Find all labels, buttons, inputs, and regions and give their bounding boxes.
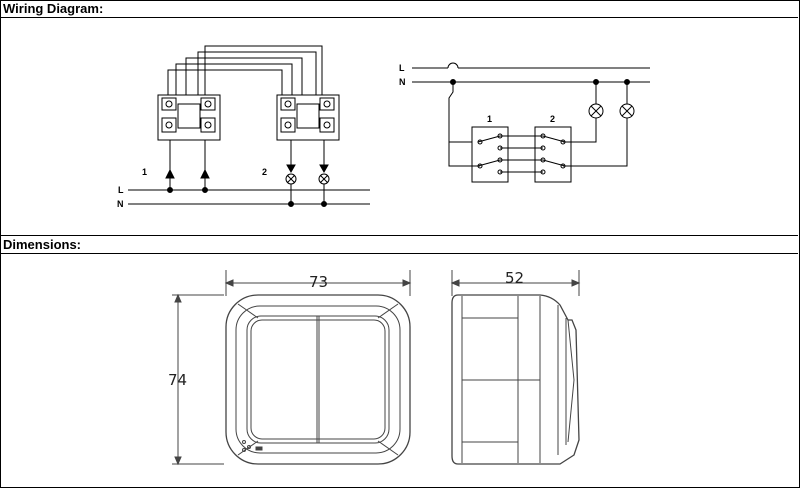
physical-wiring-diagram: [128, 45, 370, 207]
switch-2-body: [276, 94, 340, 141]
front-view-drawing: [172, 270, 412, 466]
left-switch-1-label: 1: [142, 167, 147, 177]
lamp-left-1: [285, 173, 297, 185]
dimensions-title: Dimensions:: [0, 235, 798, 254]
schematic-wiring-diagram: [412, 62, 650, 183]
schematic-lamp-1: [588, 103, 604, 119]
left-neutral-label: N: [117, 199, 124, 209]
wiring-diagram-title: Wiring Diagram:: [0, 0, 798, 18]
height-dimension: 74: [168, 371, 187, 389]
side-view-drawing: [450, 270, 581, 465]
schematic-lamp-2: [619, 103, 635, 119]
depth-dimension: 52: [505, 269, 524, 287]
right-neutral-label: N: [399, 77, 406, 87]
lamp-left-2: [318, 173, 330, 185]
schematic-switch-2: [534, 126, 572, 183]
schematic-switch-1: [471, 126, 509, 183]
right-switch-1-label: 1: [487, 114, 492, 124]
left-switch-2-label: 2: [262, 167, 267, 177]
right-switch-2-label: 2: [550, 114, 555, 124]
right-line-label: L: [399, 63, 405, 73]
left-line-label: L: [118, 185, 124, 195]
switch-1-body: [157, 94, 221, 141]
width-dimension: 73: [309, 273, 328, 291]
